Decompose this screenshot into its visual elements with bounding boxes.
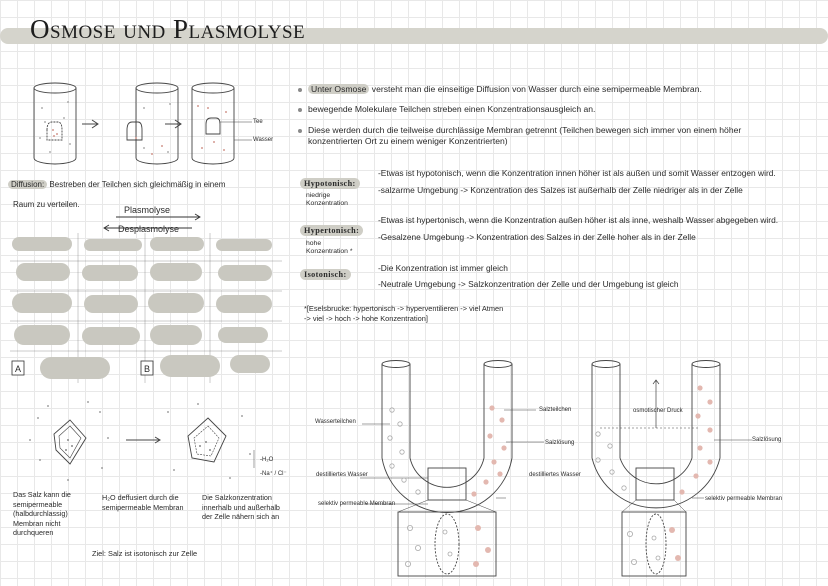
diffusion-definition: Diffusion: Bestreben der Teilchen sich g… xyxy=(8,180,225,189)
bullet-dot xyxy=(298,87,302,92)
label-osmotischer-druck: osmotischer Druck xyxy=(633,408,683,414)
plasmolyse-arrows xyxy=(103,213,201,232)
osmose-highlight: Unter Osmose xyxy=(308,84,370,94)
cell-label-a: A xyxy=(15,364,22,374)
tag-hypotonisch: Hypotonisch: xyxy=(300,178,360,189)
label-salzteilchen: Salzteilchen xyxy=(539,407,572,413)
salt-caption-2: H₂O deffusiert durch die semipermeable M… xyxy=(102,493,184,512)
legend-h2o: -H₂O xyxy=(260,457,274,463)
beaker-diagram xyxy=(33,82,252,165)
hypotonisch-sub: niedrige Konzentration xyxy=(306,192,348,207)
isotonisch-line1: -Die Konzentration ist immer gleich xyxy=(378,263,508,273)
label-membran-right: selektiv permeable Membran xyxy=(705,496,783,502)
plant-cell-tissue xyxy=(10,233,282,383)
label-destilliertes-left: destilliertes Wasser xyxy=(316,472,368,478)
label-wasserteilchen: Wasserteilchen xyxy=(315,419,356,425)
cell-label-b: B xyxy=(144,364,151,374)
bullet-membran-line2: konzentrierten Ort zu einem weniger Konz… xyxy=(308,136,508,146)
label-plasmolyse: Plasmolyse xyxy=(124,205,171,215)
label-salzloesung-right: Salzlösung xyxy=(752,437,782,443)
label-membran-left: selektiv permeable Membran xyxy=(318,501,396,507)
tag-hypertonisch: Hypertonisch: xyxy=(300,225,364,236)
hypotonisch-line2: -salzarme Umgebung -> Konzentration des … xyxy=(378,185,743,195)
bullet-osmose: Unter Osmose versteht man die einseitige… xyxy=(298,84,702,94)
bullet-membran: Diese werden durch die teilweise durchlä… xyxy=(298,125,741,135)
salt-caption-3: Die Salzkonzentration innerhalb und auße… xyxy=(202,493,280,521)
label-destilliertes-right: destilliertes Wasser xyxy=(529,472,581,478)
legend-nacl: -Na⁺ / Cl⁻ xyxy=(260,471,287,477)
label-tee: Tee xyxy=(253,119,263,125)
bullet-dot xyxy=(298,107,302,112)
u-tube-diagrams xyxy=(360,360,752,577)
hypertonisch-line1: -Etwas ist hypertonisch, wenn die Konzen… xyxy=(378,215,779,225)
label-desplasmolyse: Desplasmolyse xyxy=(118,224,180,234)
isotonisch-line2: -Neutrale Umgebung -> Salzkonzentration … xyxy=(378,279,679,289)
page-title: Osmose und Plasmolyse xyxy=(30,14,306,44)
label-salzloesung-left: Salzlösung xyxy=(545,440,575,446)
label-wasser: Wasser xyxy=(253,137,274,143)
bullet-konzentrationsausgleich: bewegende Molekulare Teilchen streben ei… xyxy=(298,104,595,114)
hypertonisch-line2: -Gesalzene Umgebung -> Konzentration des… xyxy=(378,232,696,242)
title-highlight-band xyxy=(0,28,828,44)
bullet-dot xyxy=(298,128,302,133)
salt-goal: Ziel: Salz ist isotonisch zur Zelle xyxy=(92,549,198,558)
salt-caption-1: Das Salz kann die semipermeable (halbdur… xyxy=(13,490,71,537)
hypotonisch-line1: -Etwas ist hypotonisch, wenn die Konzent… xyxy=(378,168,776,178)
eselsbrucke: *[Eselsbrucke: hypertonisch -> hypervent… xyxy=(304,304,504,323)
salt-cell-diagram xyxy=(29,401,255,481)
hypertonisch-sub: hohe Konzentration * xyxy=(306,240,353,255)
tag-isotonisch: Isotonisch: xyxy=(300,269,351,280)
diffusion-definition-line2: Raum zu verteilen. xyxy=(13,200,80,209)
